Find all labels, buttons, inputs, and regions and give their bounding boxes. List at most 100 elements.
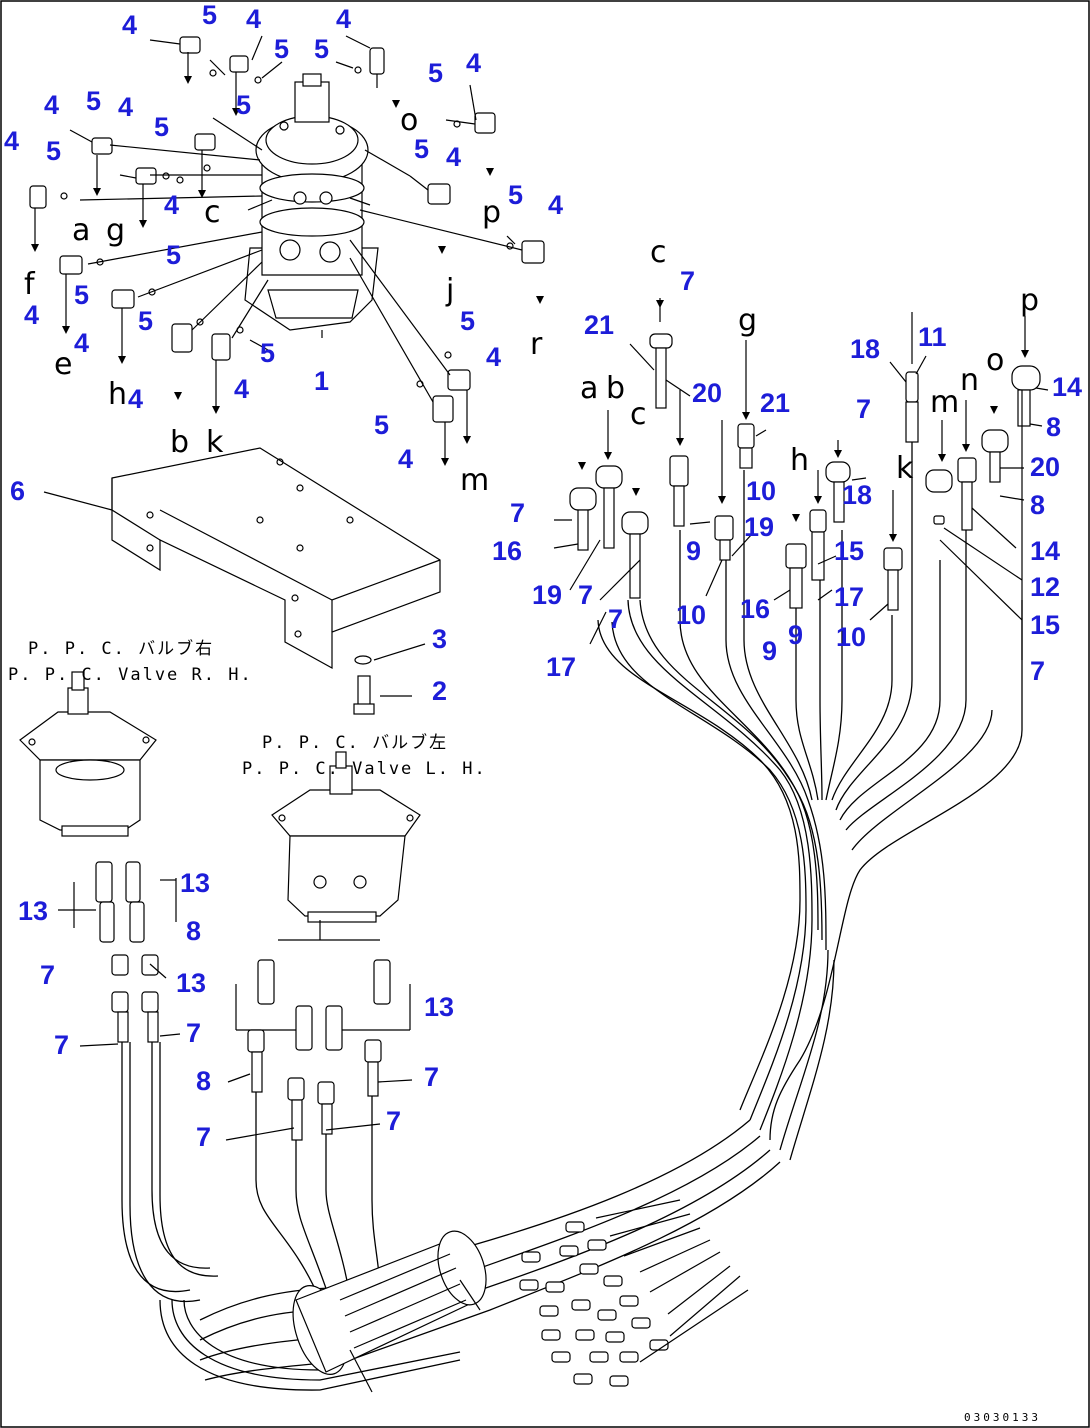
callout-17: 17 [834,582,864,612]
converging-hoses [597,440,1023,1161]
letter-a-right: a [580,371,598,406]
callout-4: 4 [336,4,351,34]
callout-4: 4 [4,126,19,156]
callout-5: 5 [374,410,389,440]
callout-5: 5 [236,90,251,120]
callout-9: 9 [788,620,803,650]
callout-7: 7 [196,1122,211,1152]
swivel-joint-assembly [244,73,379,331]
letter-c-mid: c [630,397,647,432]
letter-b: b [170,425,189,460]
ppc-hoses [121,1042,461,1391]
callout-13: 13 [424,992,454,1022]
callout-7: 7 [578,580,593,610]
callout-5: 5 [314,34,329,64]
captions: P. P. C. バルブ右 P. P. C. Valve R. H. P. P.… [8,638,487,779]
callout-5: 5 [460,306,475,336]
callout-5: 5 [428,58,443,88]
callout-7: 7 [386,1106,401,1136]
callout-4: 4 [24,300,39,330]
port-letters: o p c a g f j r e h b k m c g a b c h k … [24,103,1039,498]
callout-4: 4 [466,48,481,78]
document-id: 03030133 [964,1411,1041,1424]
callout-5: 5 [166,240,181,270]
callout-4: 4 [398,444,413,474]
adapters [58,861,411,1051]
callout-4: 4 [128,384,143,414]
letter-g-right: g [738,303,757,338]
callout-13: 13 [176,968,206,998]
callout-4: 4 [122,10,137,40]
callout-10: 10 [746,476,776,506]
letter-h-right: h [790,443,809,478]
letter-m: m [460,463,489,498]
callout-7: 7 [510,498,525,528]
callout-14: 14 [1052,372,1082,402]
callout-1: 1 [314,366,329,396]
bundle-hose-ends [519,1199,749,1387]
letter-e: e [54,347,72,382]
callout-7: 7 [608,604,623,634]
callout-4: 4 [446,142,461,172]
callout-4: 4 [246,4,261,34]
bolt-and-washer [353,643,426,715]
callout-7: 7 [856,394,871,424]
callout-19: 19 [744,512,774,542]
callout-4: 4 [486,342,501,372]
callout-8: 8 [1030,490,1045,520]
callout-4: 4 [548,190,563,220]
callout-21: 21 [584,310,614,340]
caption-ppc-rh-en: P. P. C. Valve R. H. [8,665,253,685]
letter-g: g [106,213,125,248]
letter-k-right: k [896,451,914,486]
caption-ppc-lh-en: P. P. C. Valve L. H. [242,759,487,779]
callout-numbers: 4 5 4 4 5 5 5 5 4 4 5 4 5 5 4 4 5 4 5 4 … [4,0,1082,1152]
callout-20: 20 [1030,452,1060,482]
caption-ppc-lh-jp: P. P. C. バルブ左 [262,732,448,753]
letter-c: c [204,195,221,230]
callout-16: 16 [492,536,522,566]
callout-5: 5 [260,338,275,368]
elbow-fittings [29,36,545,423]
callout-5: 5 [74,280,89,310]
callout-21: 21 [760,388,790,418]
letter-o: o [400,103,418,138]
leader-lines-swivel [60,35,523,403]
callout-13: 13 [180,868,210,898]
letter-m-right: m [930,385,959,420]
callout-7: 7 [54,1030,69,1060]
callout-5: 5 [138,306,153,336]
callout-7: 7 [1030,656,1045,686]
ppc-valve-rh [19,671,157,837]
callout-4: 4 [234,374,249,404]
callout-5: 5 [202,0,217,30]
callout-4: 4 [44,90,59,120]
callout-5: 5 [86,86,101,116]
caption-ppc-rh-jp: P. P. C. バルブ右 [28,638,214,659]
letter-k: k [206,425,224,460]
callout-14: 14 [1030,536,1060,566]
letter-p: p [482,195,501,230]
callout-18: 18 [850,334,880,364]
callout-17: 17 [546,652,576,682]
callout-4: 4 [164,190,179,220]
callout-20: 20 [692,378,722,408]
callout-8: 8 [1046,412,1061,442]
callout-18: 18 [842,480,872,510]
ppc-leaders [79,963,413,1141]
letter-p-right: p [1020,283,1039,318]
callout-4: 4 [118,92,133,122]
callout-5: 5 [414,134,429,164]
callout-5: 5 [154,112,169,142]
callout-5: 5 [46,136,61,166]
callout-19: 19 [532,580,562,610]
callout-16: 16 [740,594,770,624]
callout-7: 7 [40,960,55,990]
callout-8: 8 [186,916,201,946]
letter-n-right: n [960,363,979,398]
letter-o-right: o [986,343,1004,378]
callout-5: 5 [274,34,289,64]
